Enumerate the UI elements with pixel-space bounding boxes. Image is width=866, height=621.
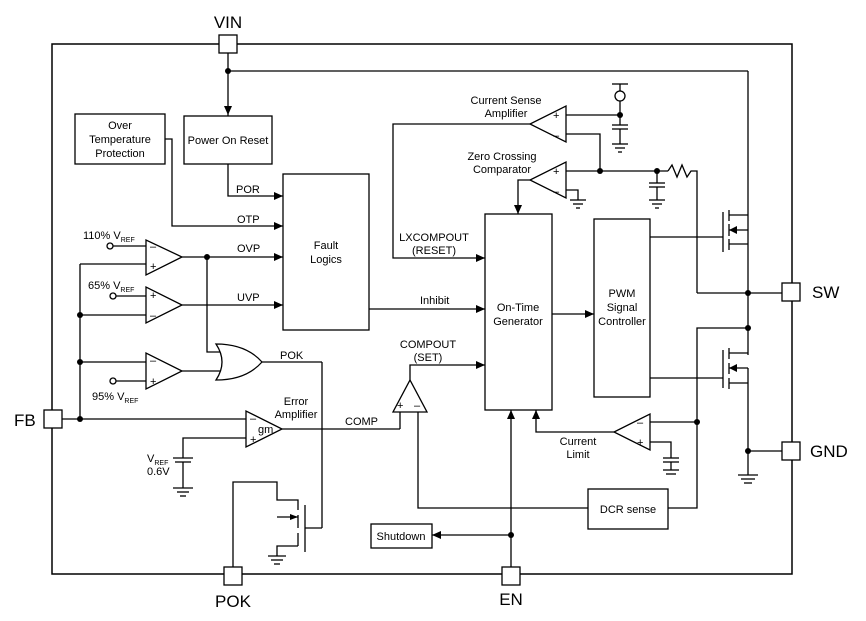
svg-text:Fault: Fault	[314, 240, 338, 252]
pin-fb: FB	[14, 409, 63, 430]
svg-text:Protection: Protection	[95, 148, 145, 160]
pin-vin: VIN	[214, 13, 242, 54]
por-block: Power On Reset	[183, 115, 273, 165]
zero-cross-label-1: Zero Crossing	[467, 151, 536, 163]
svg-text:gm: gm	[258, 424, 273, 436]
current-sense-amplifier: + –	[528, 83, 628, 171]
svg-text:–: –	[150, 355, 157, 367]
svg-text:–: –	[553, 130, 560, 142]
inhibit-signal-label: Inhibit	[420, 295, 449, 307]
pok-mosfet	[232, 481, 306, 567]
error-amp-label-1: Error	[284, 396, 309, 408]
lxcompout-label-2: (RESET)	[412, 245, 456, 257]
vin-wires	[165, 53, 749, 230]
shutdown-block: Shutdown	[370, 523, 433, 549]
svg-text:95% VREF: 95% VREF	[92, 391, 138, 405]
dcr-sense-block: DCR sense	[587, 488, 669, 530]
pwm-controller-block: PWM Signal Controller	[593, 218, 651, 398]
set-comparator: + –	[391, 361, 588, 509]
zero-cross-label-2: Comparator	[473, 164, 531, 176]
fb-network	[62, 263, 246, 422]
otp-signal-label: OTP	[237, 214, 260, 226]
ovp-signal-label: OVP	[237, 243, 260, 255]
svg-text:PWM: PWM	[609, 288, 636, 300]
ref-110-label: 110% VREF	[83, 230, 135, 244]
fault-logic-block: Fault Logics	[282, 173, 370, 331]
pin-fb-label: FB	[14, 411, 36, 430]
svg-text:Logics: Logics	[310, 254, 342, 266]
current-sense-label-1: Current Sense	[471, 95, 542, 107]
por-signal-label: POR	[236, 184, 260, 196]
ontime-to-pwm	[552, 310, 594, 318]
pin-en-label: EN	[499, 590, 523, 609]
svg-text:Generator: Generator	[493, 316, 543, 328]
svg-text:Signal: Signal	[607, 302, 638, 314]
ovp-comparator: – +	[106, 238, 283, 277]
pin-vin-label: VIN	[214, 13, 242, 32]
pin-gnd: GND	[781, 441, 848, 461]
svg-text:+: +	[397, 400, 403, 412]
svg-text:Shutdown: Shutdown	[377, 531, 426, 543]
en-wires	[432, 410, 515, 567]
pok-signal-label: POK	[280, 350, 304, 362]
svg-text:Power On Reset: Power On Reset	[188, 135, 269, 147]
sw-node	[668, 290, 782, 509]
pok-comparator: – +	[109, 351, 220, 391]
svg-text:–: –	[414, 400, 421, 412]
pin-sw-label: SW	[812, 283, 839, 302]
svg-text:+: +	[553, 166, 559, 178]
svg-text:+: +	[150, 261, 156, 273]
lxcompout-label-1: LXCOMPOUT	[399, 232, 469, 244]
svg-text:65% VREF: 65% VREF	[88, 280, 134, 294]
compout-label-2: (SET)	[414, 352, 443, 364]
current-limit-comparator: – +	[532, 410, 700, 475]
pin-gnd-label: GND	[810, 442, 848, 461]
uvp-comparator: + –	[109, 285, 283, 325]
current-limit-label-2: Limit	[566, 449, 589, 461]
svg-text:Over: Over	[108, 120, 132, 132]
error-amp-label-2: Amplifier	[275, 409, 318, 421]
ontime-generator-block: On-Time Generator	[484, 213, 553, 411]
svg-text:+: +	[637, 437, 643, 449]
low-side-mosfet	[650, 348, 782, 484]
pin-en: EN	[499, 566, 523, 609]
vref-label: VREF 0.6V	[147, 453, 170, 478]
svg-text:–: –	[150, 241, 157, 253]
current-limit-label-1: Current	[560, 436, 597, 448]
svg-text:Controller: Controller	[598, 316, 646, 328]
ref-95-label: 95% VREF	[92, 391, 138, 405]
svg-text:DCR sense: DCR sense	[600, 504, 656, 516]
pin-pok-label: POK	[215, 592, 252, 611]
ref-65-label: 65% VREF	[88, 280, 134, 294]
svg-text:Temperature: Temperature	[89, 134, 151, 146]
svg-text:–: –	[150, 310, 157, 322]
svg-text:–: –	[250, 413, 257, 425]
zero-crossing-comparator: + –	[514, 160, 698, 293]
compout-label-1: COMPOUT	[400, 339, 457, 351]
pin-pok: POK	[215, 566, 252, 611]
chip-boundary	[51, 43, 793, 575]
inhibit-wire	[369, 305, 485, 313]
svg-text:110% VREF: 110% VREF	[83, 230, 135, 244]
otp-block: Over Temperature Protection	[74, 113, 166, 165]
svg-text:On-Time: On-Time	[497, 302, 539, 314]
svg-text:–: –	[637, 417, 644, 429]
or-gate	[206, 257, 323, 529]
svg-text:+: +	[150, 376, 156, 388]
svg-text:+: +	[150, 290, 156, 302]
svg-text:–: –	[553, 186, 560, 198]
error-amplifier: – + gm	[173, 409, 401, 497]
svg-text:+: +	[250, 434, 256, 446]
lxcompout-wire	[392, 123, 530, 262]
uvp-signal-label: UVP	[237, 292, 260, 304]
high-side-mosfet	[650, 210, 749, 293]
comp-signal-label: COMP	[345, 416, 378, 428]
current-sense-label-2: Amplifier	[485, 108, 528, 120]
svg-text:0.6V: 0.6V	[147, 466, 170, 478]
svg-text:+: +	[553, 110, 559, 122]
svg-text:VREF: VREF	[147, 453, 168, 467]
pin-sw: SW	[781, 282, 839, 302]
